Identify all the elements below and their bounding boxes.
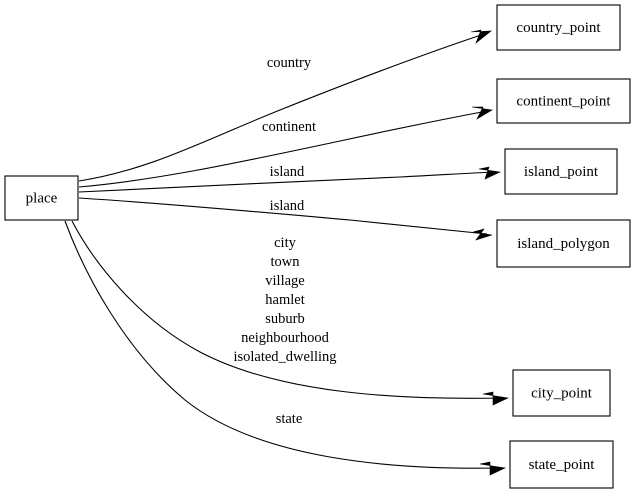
edge-place-to-island_point [78, 166, 502, 193]
node-label-country_point: country_point [516, 20, 601, 36]
edge-line-city_point [71, 220, 504, 399]
edge-place-to-state_point [64, 220, 507, 476]
node-label-continent_point: continent_point [516, 93, 611, 109]
node-country_point[interactable]: country_point [496, 4, 621, 51]
edge-place-to-city_point [71, 220, 510, 406]
edge-label-country_point: country [267, 55, 312, 71]
edge-label-line: town [271, 254, 301, 270]
edge-label-line: state [276, 411, 303, 427]
arrowhead-icon-country_point [470, 29, 492, 44]
node-box-country_point [496, 4, 621, 51]
arrowhead-icon-continent_point [471, 106, 493, 120]
node-box-island_polygon [496, 219, 631, 268]
edge-line-island_point [78, 171, 496, 193]
edge-label-continent_point: continent [262, 119, 316, 135]
edge-line-continent_point [78, 110, 488, 188]
edge-label-line: island [270, 198, 305, 214]
node-city_point[interactable]: city_point [512, 369, 611, 417]
edge-label-line: hamlet [265, 292, 304, 308]
arrowhead-icon-island_polygon [472, 228, 493, 241]
edge-labels-layer: country continent island island city town vill… [233, 55, 336, 427]
edge-label-line: isolated_dwelling [233, 349, 336, 365]
edge-line-island_polygon [78, 197, 488, 235]
edge-place-to-continent_point [78, 106, 493, 188]
node-label-island_point: island_point [524, 164, 599, 180]
edge-label-line: city [274, 235, 296, 251]
node-island_point[interactable]: island_point [504, 148, 618, 195]
arrowhead-icon-city_point [482, 391, 510, 406]
edge-label-line: country [267, 55, 312, 71]
node-box-continent_point [496, 78, 631, 124]
node-label-state_point: state_point [529, 457, 596, 473]
edge-label-state_point: state [276, 411, 303, 427]
node-state_point[interactable]: state_point [509, 440, 614, 489]
edge-label-island_polygon: island [270, 198, 305, 214]
edge-label-line: continent [262, 119, 316, 135]
node-label-island_polygon: island_polygon [517, 236, 610, 252]
node-label-place: place [26, 190, 58, 206]
edge-place-to-country_point [78, 29, 492, 182]
edge-label-line: suburb [265, 311, 304, 327]
arrowhead-icon-state_point [479, 461, 507, 476]
node-box-island_point [504, 148, 618, 195]
edge-line-state_point [64, 220, 501, 469]
nodes-layer: place country_point continent_point island_… [4, 4, 631, 489]
node-label-city_point: city_point [531, 385, 593, 401]
node-island_polygon[interactable]: island_polygon [496, 219, 631, 268]
edge-label-line: village [265, 273, 304, 289]
edges-layer [64, 29, 510, 476]
edge-line-country_point [78, 32, 488, 182]
node-box-city_point [512, 369, 611, 417]
edge-label-line: neighbourhood [241, 330, 330, 346]
node-box-state_point [509, 440, 614, 489]
node-continent_point[interactable]: continent_point [496, 78, 631, 124]
node-place[interactable]: place [4, 175, 79, 221]
edge-label-island_point: island [270, 164, 305, 180]
arrowhead-icon-island_point [478, 166, 502, 180]
edge-place-to-island_polygon [78, 197, 493, 241]
edge-label-line: island [270, 164, 305, 180]
edge-label-city_point: city town village hamlet suburb neighbourhood… [233, 235, 336, 365]
node-box-place [4, 175, 79, 221]
